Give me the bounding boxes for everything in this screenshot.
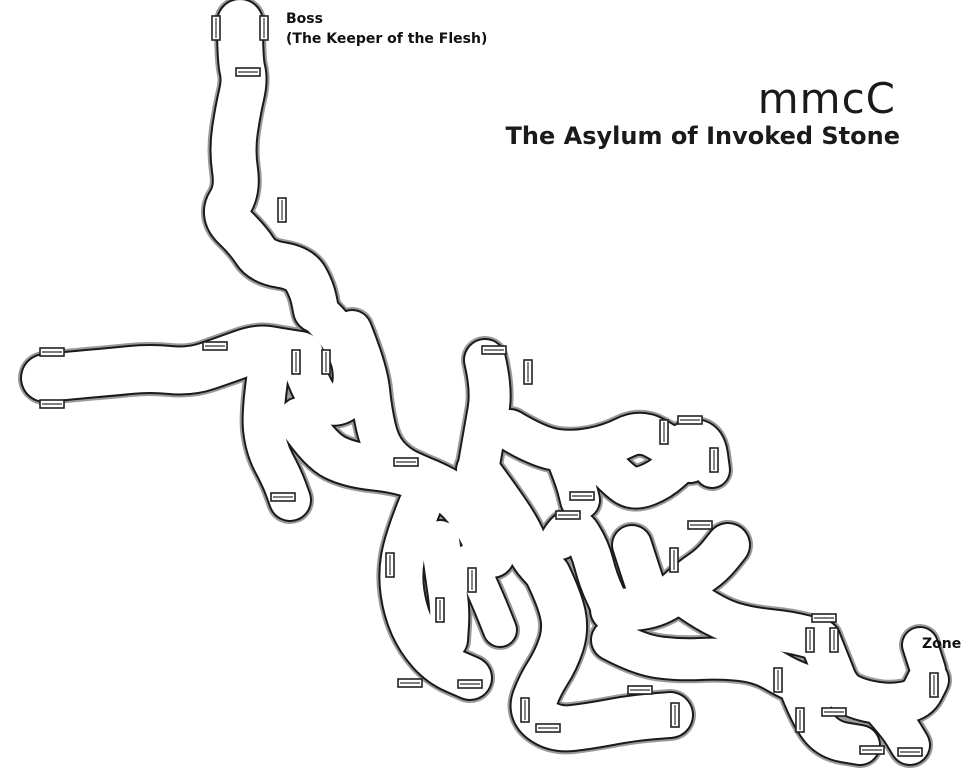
door-marker	[687, 520, 713, 530]
tunnel-network	[18, 0, 952, 768]
boss-label: Boss	[286, 11, 323, 27]
door-marker	[321, 349, 331, 375]
door-marker	[535, 723, 561, 733]
tunnel-floor-22	[903, 628, 945, 687]
door-marker	[929, 672, 939, 698]
door-marker	[859, 745, 885, 755]
door-marker	[235, 67, 261, 77]
door-marker	[270, 492, 296, 502]
tunnel-floor-20	[781, 671, 879, 764]
map-title: The Asylum of Invoked Stone	[505, 122, 900, 150]
tunnel-floor-3	[243, 340, 310, 520]
door-marker	[829, 627, 839, 653]
door-marker	[555, 510, 581, 520]
door-marker	[670, 702, 680, 728]
door-marker	[627, 685, 653, 695]
door-markers	[39, 15, 939, 757]
tunnel-floor-0	[205, 0, 338, 332]
tunnel-floor-17	[670, 580, 840, 660]
zone-marker-label: Zone	[922, 636, 962, 652]
door-marker	[805, 627, 815, 653]
boss-name: (The Keeper of the Flesh)	[286, 31, 488, 47]
tunnel-floor-5	[278, 398, 514, 577]
door-marker	[291, 349, 301, 375]
door-marker	[202, 341, 228, 351]
boss-marker-label: Boss (The Keeper of the Flesh)	[286, 9, 487, 49]
door-marker	[259, 15, 269, 41]
door-marker	[773, 667, 783, 693]
door-marker	[523, 359, 533, 385]
tunnel-floor-23	[653, 420, 729, 487]
door-marker	[569, 491, 595, 501]
door-marker	[467, 567, 477, 593]
map-code: mmcC	[757, 74, 896, 123]
door-marker	[811, 613, 837, 623]
tunnel-floor-13	[580, 440, 700, 508]
tunnel-floor-7	[457, 449, 569, 596]
tunnel-floor-14	[541, 509, 631, 629]
door-marker	[211, 15, 221, 41]
tunnel-floor-6	[458, 340, 510, 490]
door-marker	[481, 345, 507, 355]
door-marker	[397, 678, 423, 688]
tunnel-floor-9	[421, 521, 469, 659]
tunnel-floor-8	[380, 484, 491, 699]
door-marker	[393, 457, 419, 467]
door-marker	[39, 399, 65, 409]
door-marker	[821, 707, 847, 717]
door-marker	[39, 347, 65, 357]
door-marker	[659, 419, 669, 445]
door-marker	[520, 697, 530, 723]
tunnel-floor-21	[861, 686, 929, 764]
door-marker	[897, 747, 923, 757]
door-marker	[457, 679, 483, 689]
door-marker	[385, 552, 395, 578]
door-marker	[709, 447, 719, 473]
tunnel-floor-12	[546, 436, 599, 519]
door-marker	[435, 597, 445, 623]
door-marker	[669, 547, 679, 573]
tunnel-floor-10	[511, 553, 692, 751]
door-marker	[277, 197, 287, 223]
door-marker	[677, 415, 703, 425]
door-marker	[795, 707, 805, 733]
tunnel-floor-16	[613, 526, 669, 619]
